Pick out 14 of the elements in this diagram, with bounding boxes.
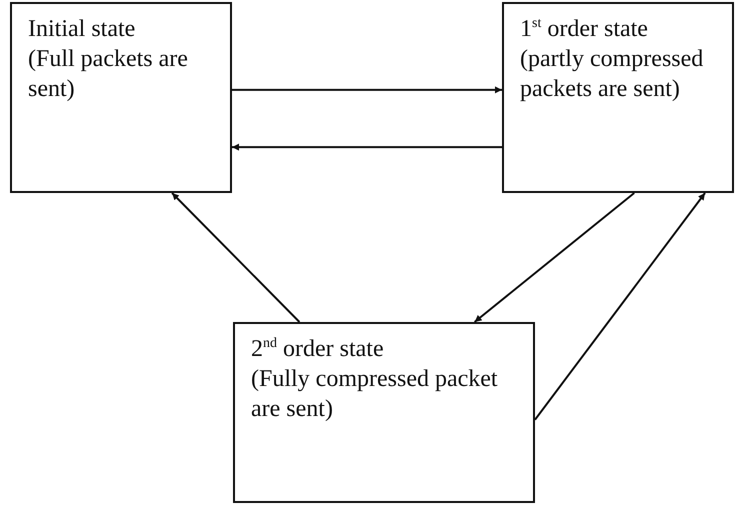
state-box — [10, 2, 232, 193]
arrow — [232, 86, 502, 94]
state-description: (Fully compressed packet are sent) — [251, 365, 499, 424]
state-box — [233, 322, 535, 503]
arrow — [534, 192, 706, 420]
state-description: (Full packets are sent) — [28, 45, 189, 104]
arrow — [474, 192, 635, 323]
arrow — [232, 144, 502, 151]
state-title: Initial state — [28, 15, 136, 44]
state-box — [502, 2, 734, 193]
arrow — [171, 192, 300, 323]
state-title: 2$^{nd}$ order state — [251, 335, 385, 364]
state-description: (partly compressed packets are sent) — [520, 45, 704, 104]
state-title: 1$^{st}$ order state — [520, 15, 649, 44]
